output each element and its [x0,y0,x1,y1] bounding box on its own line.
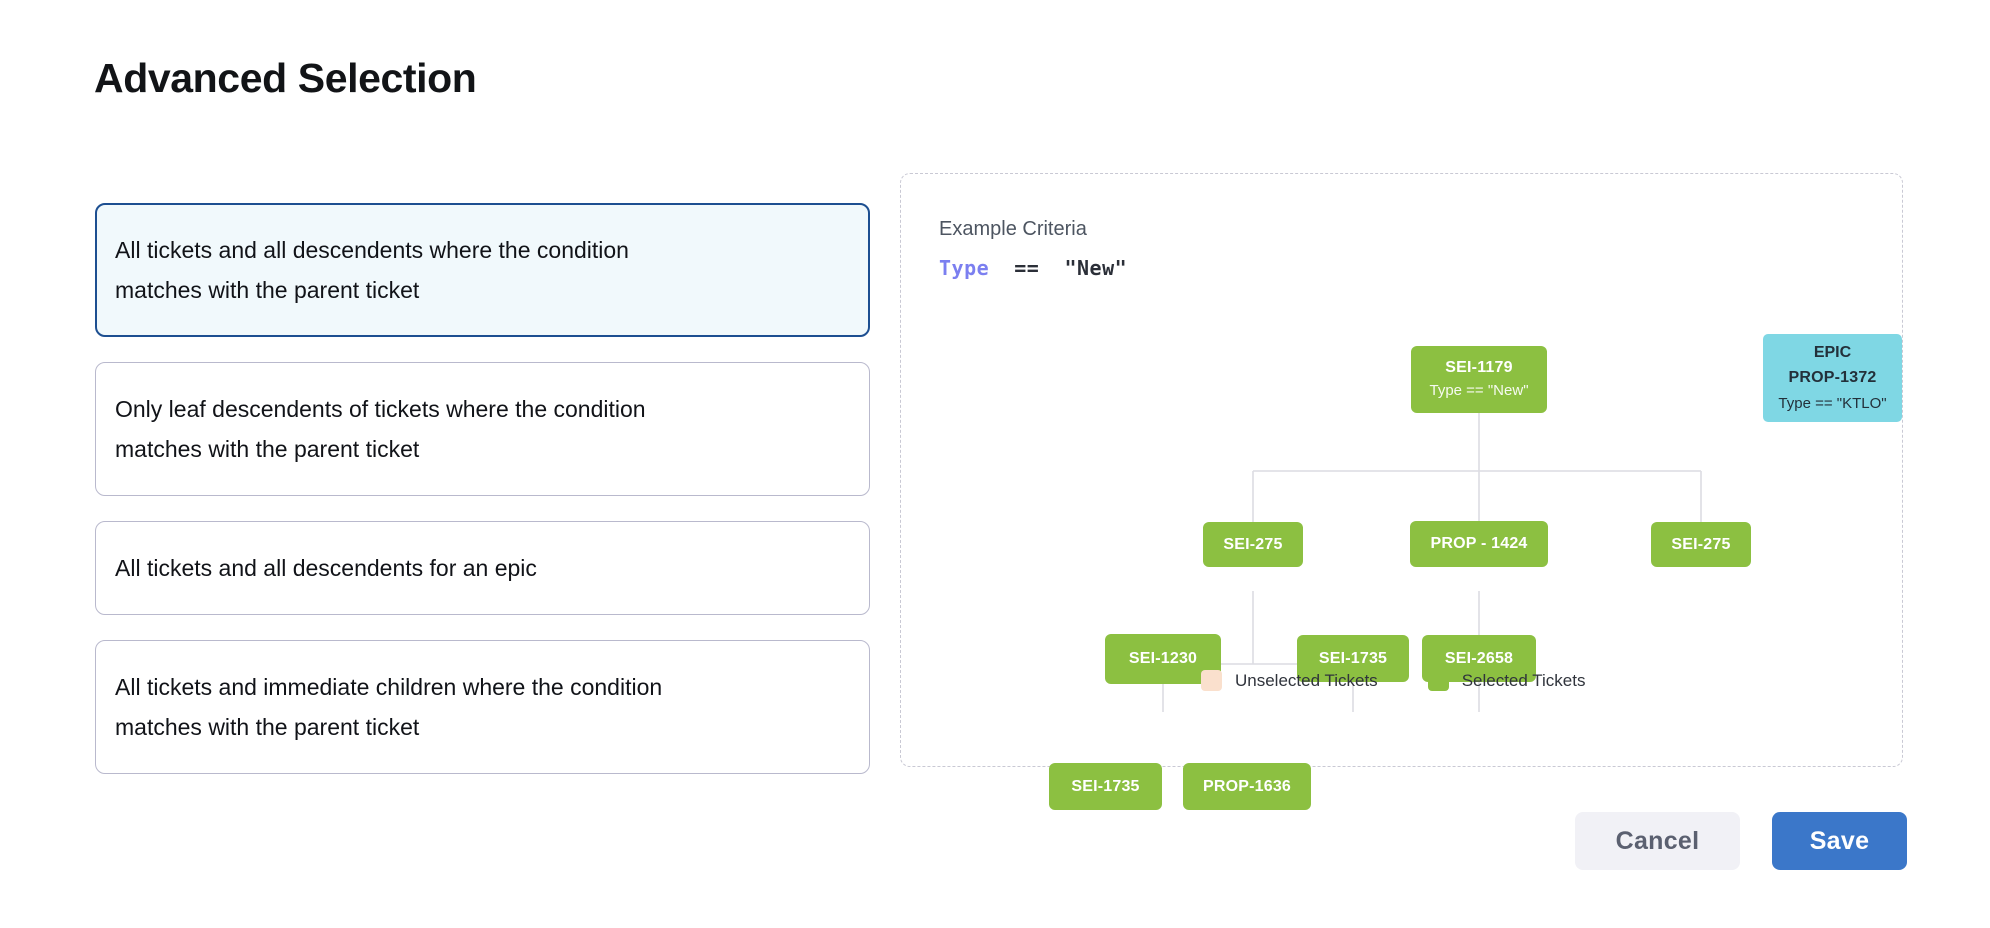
criteria-operator: == [1014,256,1040,280]
node-id: SEI-1735 [1071,777,1140,795]
cancel-button[interactable]: Cancel [1575,812,1740,870]
legend-label: Unselected Tickets [1235,670,1378,690]
legend-item-selected: Selected Tickets [1427,670,1586,691]
tree-node-prop-1424[interactable]: PROP - 1424 [1410,521,1548,567]
option-card-all-descendents[interactable]: All tickets and all descendents where th… [95,203,870,337]
tree-node-sei-275-right[interactable]: SEI-275 [1651,522,1751,567]
ticket-tree: SEI-1179 Type == "New" EPIC PROP-1372 Ty… [901,174,1904,810]
node-id: SEI-1179 [1445,358,1513,376]
save-button[interactable]: Save [1772,812,1907,870]
tree-node-sei-1179[interactable]: SEI-1179 Type == "New" [1411,346,1547,413]
option-label: All tickets and all descendents for an e… [115,555,537,581]
criteria-expression: Type == "New" [939,256,1127,280]
tree-node-sei-275-left[interactable]: SEI-275 [1203,522,1303,567]
node-subtitle: Type == "KTLO" [1778,394,1887,412]
dialog-footer: Cancel Save [1575,812,1907,870]
criteria-field: Type [939,256,990,280]
option-card-leaf-descendents[interactable]: Only leaf descendents of tickets where t… [95,362,870,496]
node-id: SEI-1735 [1318,649,1388,667]
node-id: SEI-1230 [1128,650,1198,667]
tree-node-prop-1636[interactable]: PROP-1636 [1183,763,1311,810]
criteria-value: "New" [1064,256,1128,280]
option-card-epic-descendents[interactable]: All tickets and all descendents for an e… [95,521,870,615]
node-id: PROP - 1424 [1430,535,1528,552]
node-id: PROP-1372 [1788,368,1877,386]
tree-node-sei-1735-mid[interactable]: SEI-1735 [1297,635,1409,682]
criteria-title: Example Criteria [939,218,1087,240]
option-label: All tickets and immediate children where… [115,674,663,740]
node-id: SEI-275 [1671,535,1731,553]
option-label: All tickets and all descendents where th… [115,237,629,303]
page-title: Advanced Selection [94,55,477,101]
node-id: SEI-2658 [1444,649,1514,667]
example-diagram-panel: Example Criteria Type == "New" [900,173,1904,810]
tree-node-sei-1735-leaf[interactable]: SEI-1735 [1049,763,1162,810]
node-subtitle: Type == "New" [1429,381,1529,399]
legend-swatch-unselected [1201,670,1222,691]
option-label: Only leaf descendents of tickets where t… [115,396,646,462]
legend-label: Selected Tickets [1461,670,1586,690]
node-id: SEI-275 [1223,535,1283,553]
node-id: PROP-1636 [1202,777,1292,795]
diagram-legend: Unselected Tickets Selected Tickets [1201,670,1585,691]
legend-swatch-selected [1427,670,1449,691]
node-kind: EPIC [1813,343,1852,361]
legend-item-unselected: Unselected Tickets [1201,670,1378,691]
selection-options-list: All tickets and all descendents where th… [95,203,870,799]
option-card-immediate-children[interactable]: All tickets and immediate children where… [95,640,870,774]
tree-node-epic-prop-1372[interactable]: EPIC PROP-1372 Type == "KTLO" [1763,334,1902,422]
